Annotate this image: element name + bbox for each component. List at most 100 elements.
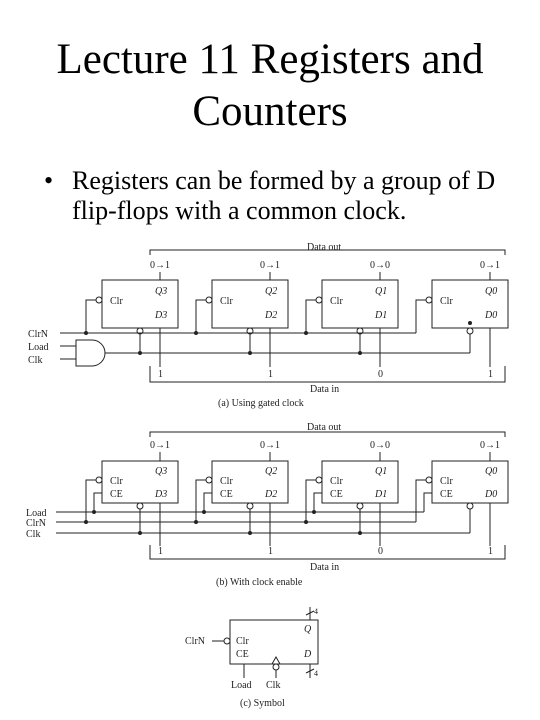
bullet-marker: •	[44, 166, 54, 195]
caption-b: (b) With clock enable	[216, 577, 303, 588]
clr-bubble-3-a	[95, 296, 103, 304]
data-out-label-a: Data out	[307, 242, 341, 253]
junction-dots-b	[84, 510, 362, 535]
symbol-ce-label: CE	[236, 649, 249, 660]
clk-bubble-2-b	[246, 502, 254, 510]
title-line-1: Lecture 11 Registers and	[56, 36, 484, 83]
input-value-1-b: 0	[378, 546, 383, 557]
data-in-label-b: Data in	[310, 562, 339, 573]
symbol-q-width: 4	[314, 607, 318, 616]
clk-taps-b	[139, 509, 471, 533]
q-output-lines-a	[159, 272, 491, 280]
and-gate-a	[75, 339, 106, 367]
clk-bubble-0-b	[466, 502, 474, 510]
input-value-2-b: 1	[268, 546, 273, 557]
clr-label-0-a: Clr	[440, 296, 453, 307]
signal-label-clrn-a: ClrN	[28, 329, 48, 340]
clr-bubble-1-b	[315, 476, 323, 484]
clr-bubble-3-b	[95, 476, 103, 484]
ce-label-3-b: CE	[110, 489, 123, 500]
signal-label-load-b: Load	[26, 508, 47, 519]
clk-bubble-0-a	[466, 327, 474, 335]
output-label-q1-b: 0→0	[370, 440, 390, 451]
junction-dots-a	[84, 321, 472, 355]
ce-label-0-b: CE	[440, 489, 453, 500]
clr-bubble-0-a	[425, 296, 433, 304]
q-label-0-b: Q0	[485, 466, 497, 477]
clk-taps-a	[139, 334, 471, 353]
signal-label-load-a: Load	[28, 342, 49, 353]
input-value-0-a: 1	[488, 369, 493, 380]
caption-c: (c) Symbol	[240, 698, 285, 709]
clr-label-1-b: Clr	[330, 476, 343, 487]
output-label-q2-b: 0→1	[260, 440, 280, 451]
input-value-3-b: 1	[158, 546, 163, 557]
output-label-q1-a: 0→0	[370, 260, 390, 271]
clr-taps-b	[85, 479, 426, 522]
ce-label-2-b: CE	[220, 489, 233, 500]
diagram-c: 4 Q ClrN Clr CE D 4 Load Clk (c) Symbol	[185, 607, 319, 709]
symbol-q-bus	[305, 607, 315, 620]
clr-bubble-2-b	[205, 476, 213, 484]
and-inputs-a	[60, 345, 76, 360]
data-in-label-a: Data in	[310, 384, 339, 395]
d-label-0-b: D0	[484, 489, 497, 500]
clr-bubble-1-a	[315, 296, 323, 304]
ce-taps-b	[93, 492, 432, 512]
q-output-lines-b	[159, 452, 491, 461]
q-label-1-b: Q1	[375, 466, 387, 477]
clr-taps-a	[85, 299, 426, 333]
data-out-bracket-b	[149, 431, 506, 437]
input-value-3-a: 1	[158, 369, 163, 380]
bullet-text: Registers can be formed by a group of D …	[72, 166, 496, 225]
output-label-q3-b: 0→1	[150, 440, 170, 451]
d-label-3-a: D3	[154, 310, 167, 321]
symbol-clr-bubble	[223, 637, 231, 645]
diagram-a: Data out 0→1 0→1 0→0 0→1 Clr Clr Clr Clr…	[28, 242, 509, 409]
symbol-d-bus	[305, 664, 315, 678]
title-line-2: Counters	[192, 88, 348, 135]
clr-label-0-b: Clr	[440, 476, 453, 487]
clr-bubble-2-a	[205, 296, 213, 304]
d-label-0-a: D0	[484, 310, 497, 321]
input-value-0-b: 1	[488, 546, 493, 557]
d-input-lines-a	[159, 328, 491, 367]
symbol-clk-bubble	[272, 663, 280, 671]
output-label-q0-b: 0→1	[480, 440, 500, 451]
symbol-clr-label: Clr	[236, 636, 249, 647]
output-label-q0-a: 0→1	[480, 260, 500, 271]
clr-label-2-b: Clr	[220, 476, 233, 487]
symbol-clk-triangle	[271, 655, 281, 665]
ce-label-1-b: CE	[330, 489, 343, 500]
input-value-1-a: 0	[378, 369, 383, 380]
symbol-q-label: Q	[304, 624, 312, 635]
d-label-1-b: D1	[374, 489, 387, 500]
signal-label-clk-b: Clk	[26, 529, 40, 540]
diagram-b: Data out 0→1 0→1 0→0 0→1 Clr Clr Clr Clr…	[26, 422, 509, 588]
input-value-2-a: 1	[268, 369, 273, 380]
data-in-bracket-a	[149, 366, 506, 383]
q-label-0-a: Q0	[485, 286, 497, 297]
output-label-q3-a: 0→1	[150, 260, 170, 271]
data-out-label-b: Data out	[307, 422, 341, 433]
d-label-2-a: D2	[264, 310, 277, 321]
clr-label-2-a: Clr	[220, 296, 233, 307]
d-input-lines-b	[159, 503, 491, 546]
signal-label-clrn-b: ClrN	[26, 518, 46, 529]
symbol-d-label: D	[303, 649, 312, 660]
clk-bubble-3-b	[136, 502, 144, 510]
signal-label-clk-a: Clk	[28, 355, 42, 366]
caption-a: (a) Using gated clock	[218, 398, 304, 409]
clr-label-1-a: Clr	[330, 296, 343, 307]
d-label-1-a: D1	[374, 310, 387, 321]
data-in-bracket-b	[149, 545, 506, 560]
clk-bubble-1-b	[356, 502, 364, 510]
symbol-clk-label: Clk	[266, 680, 280, 691]
data-out-bracket-a	[149, 249, 506, 255]
clr-label-3-a: Clr	[110, 296, 123, 307]
q-label-3-a: Q3	[155, 286, 167, 297]
clr-label-3-b: Clr	[110, 476, 123, 487]
q-label-1-a: Q1	[375, 286, 387, 297]
symbol-clrn-label: ClrN	[185, 636, 205, 647]
